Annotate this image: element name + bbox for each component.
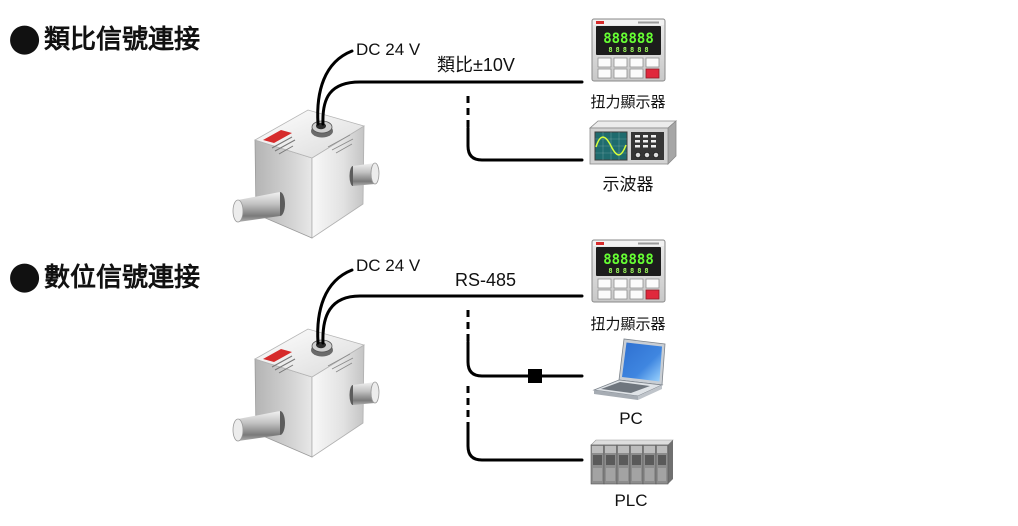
laptop-icon — [592, 338, 666, 400]
display-key — [597, 289, 612, 300]
plc-module — [603, 444, 618, 485]
display-screen — [596, 247, 661, 276]
plc-branch-line — [466, 422, 584, 462]
display-key — [629, 289, 644, 300]
power-label: DC 24 V — [356, 40, 421, 59]
oscilloscope-keys — [635, 135, 656, 148]
power-label: DC 24 V — [356, 256, 421, 275]
plc-module — [642, 444, 657, 485]
pc-branch-line — [466, 340, 584, 378]
device-label-pc: PC — [619, 409, 643, 428]
display-readout-main: 888888 — [603, 31, 654, 47]
oscilloscope-knob — [644, 152, 650, 158]
oscilloscope-branch-line — [466, 126, 584, 162]
display-key — [645, 57, 660, 68]
display-logo — [596, 21, 604, 24]
bullet-icon: ● — [8, 253, 41, 297]
device-label-plc: PLC — [614, 491, 647, 510]
display-readout-sub: 888888 — [608, 267, 651, 275]
signal-cable — [321, 294, 584, 345]
device-label-display: 扭力顯示器 — [590, 316, 665, 333]
oscilloscope-knob — [635, 152, 641, 158]
laptop-screen — [622, 342, 662, 382]
display-key-red — [645, 68, 660, 79]
device-label-display: 扭力顯示器 — [590, 94, 665, 111]
plc-module — [616, 444, 631, 485]
display-key — [629, 57, 644, 68]
display-key — [629, 278, 644, 289]
section-title-digital: 數位信號連接 — [44, 262, 200, 293]
display-key-red — [645, 289, 660, 300]
plc-module — [629, 444, 644, 485]
power-cable — [316, 49, 354, 126]
section-analog: ● 類比信號連接 DC 24 V 類比±10V 888888 888888 — [8, 15, 678, 239]
bullet-icon: ● — [8, 15, 41, 59]
signal-cable — [321, 80, 584, 126]
oscilloscope-knob — [653, 152, 659, 158]
plc-module — [590, 444, 605, 485]
display-key — [597, 278, 612, 289]
display-readout-sub: 888888 — [608, 46, 651, 54]
plc-icon — [590, 439, 674, 485]
display-key — [629, 68, 644, 79]
section-digital: ● 數位信號連接 DC 24 V RS-485 888888 888888 — [8, 239, 674, 510]
display-key — [613, 278, 628, 289]
torque-display-icon: 888888 888888 — [591, 239, 666, 303]
device-label-oscilloscope: 示波器 — [603, 175, 654, 194]
display-key — [597, 57, 612, 68]
laptop-keyboard — [601, 382, 650, 393]
plc-module — [655, 444, 669, 485]
power-cable — [316, 268, 354, 345]
waveform — [595, 136, 627, 156]
signal-label: RS-485 — [455, 270, 516, 290]
converter-block — [528, 369, 542, 383]
signal-label: 類比±10V — [437, 55, 515, 75]
display-readout-main: 888888 — [603, 252, 654, 268]
section-title-analog: 類比信號連接 — [44, 25, 200, 55]
display-screen — [596, 26, 661, 55]
display-key — [645, 278, 660, 289]
torque-sensor-icon — [232, 109, 380, 239]
display-key — [613, 57, 628, 68]
torque-display-icon: 888888 888888 — [591, 18, 666, 82]
display-key — [613, 289, 628, 300]
display-key — [613, 68, 628, 79]
oscilloscope-icon — [588, 120, 678, 165]
display-logo — [596, 242, 604, 245]
display-key — [597, 68, 612, 79]
torque-sensor-icon — [232, 328, 380, 458]
